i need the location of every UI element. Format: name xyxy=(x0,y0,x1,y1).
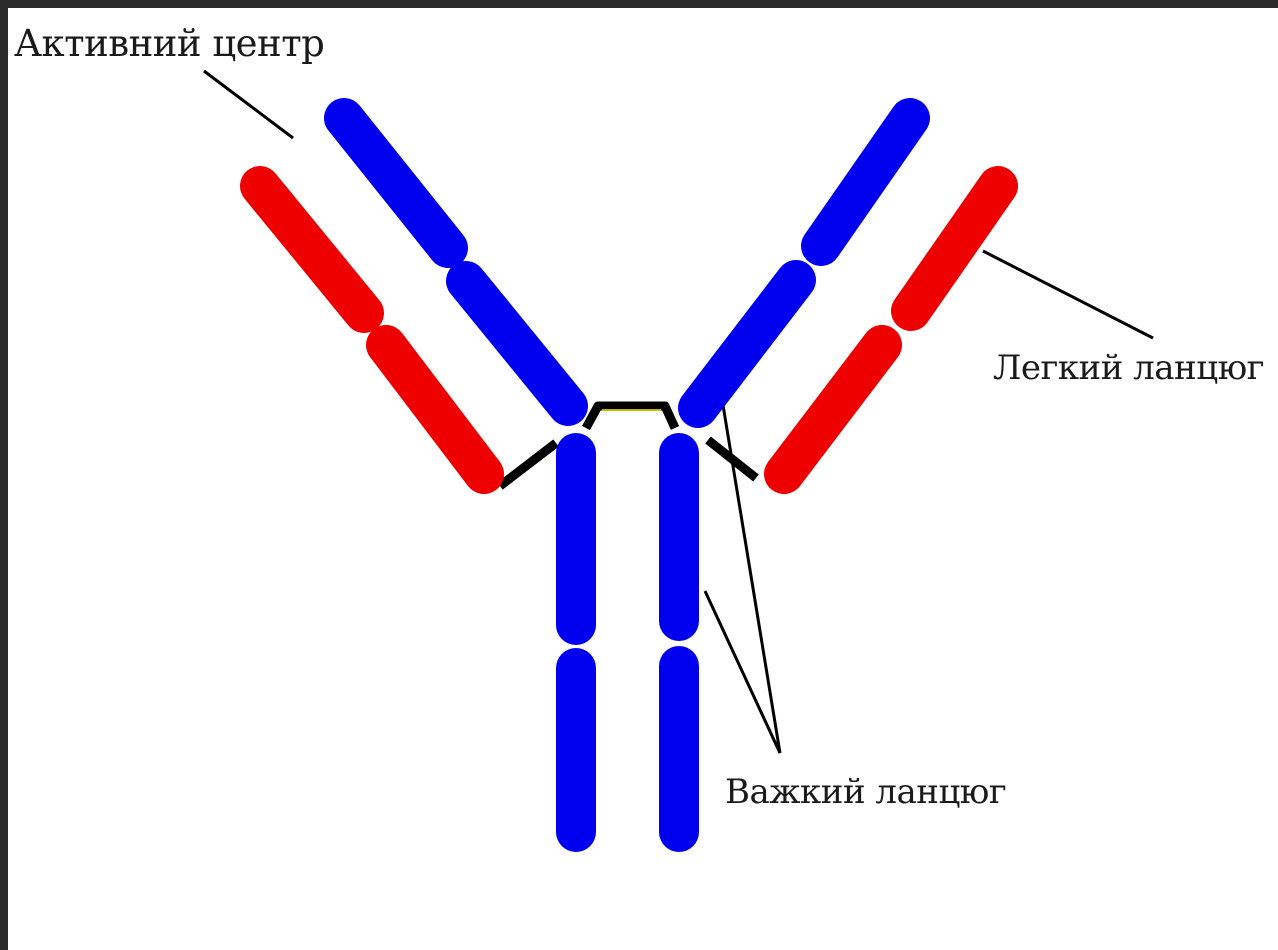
antibody-diagram xyxy=(8,8,1278,950)
light-chain-pointer xyxy=(983,251,1153,338)
heavy-chain-label: Важкий ланцюг xyxy=(725,775,1006,809)
left-heavy-ch1-domain xyxy=(466,281,568,406)
diagram-frame: Активний центр Легкий ланцюг Важкий ланц… xyxy=(8,8,1278,950)
light-chain-label: Легкий ланцюг xyxy=(993,351,1264,385)
left-light-constant-domain xyxy=(386,345,484,474)
right-heavy-ch1-domain xyxy=(698,280,796,408)
right-light-variable-domain xyxy=(911,186,998,311)
right-light-constant-domain xyxy=(784,345,882,474)
left-interchain-bond xyxy=(500,443,556,486)
heavy-chain-pointer-lower xyxy=(705,591,780,753)
left-heavy-variable-domain xyxy=(344,118,448,248)
right-heavy-variable-domain xyxy=(821,118,910,246)
right-interchain-bond xyxy=(708,440,756,478)
active-center-label: Активний центр xyxy=(14,25,324,62)
active-center-pointer xyxy=(204,71,293,138)
left-light-variable-domain xyxy=(260,186,364,313)
